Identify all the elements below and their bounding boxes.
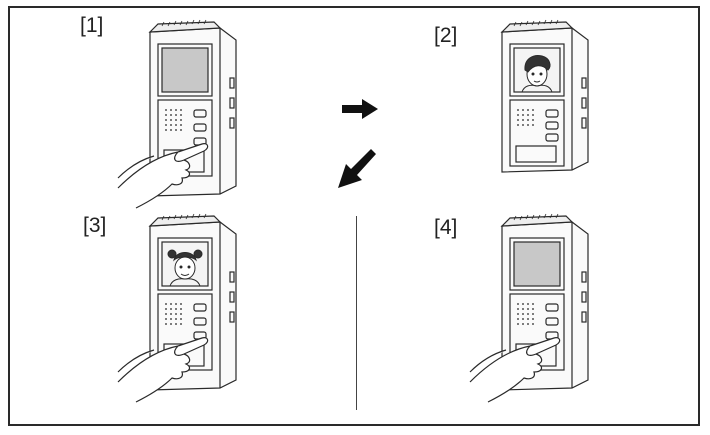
intercom-monitor-step-2: [480, 18, 600, 178]
right-arrow-icon: [340, 98, 380, 120]
step-label-2: [2]: [434, 24, 457, 48]
step-label-1: [1]: [80, 14, 103, 38]
step-label-4: [4]: [434, 216, 457, 240]
divider-line: [356, 216, 357, 410]
intercom-monitor-step-1: [118, 18, 248, 208]
monitor-screen-1: [162, 48, 208, 92]
step-label-3: [3]: [83, 214, 106, 238]
down-left-arrow-icon: [336, 148, 378, 190]
intercom-monitor-step-3: [118, 212, 248, 402]
intercom-monitor-step-4: [470, 212, 600, 402]
monitor-screen-4: [514, 242, 560, 286]
